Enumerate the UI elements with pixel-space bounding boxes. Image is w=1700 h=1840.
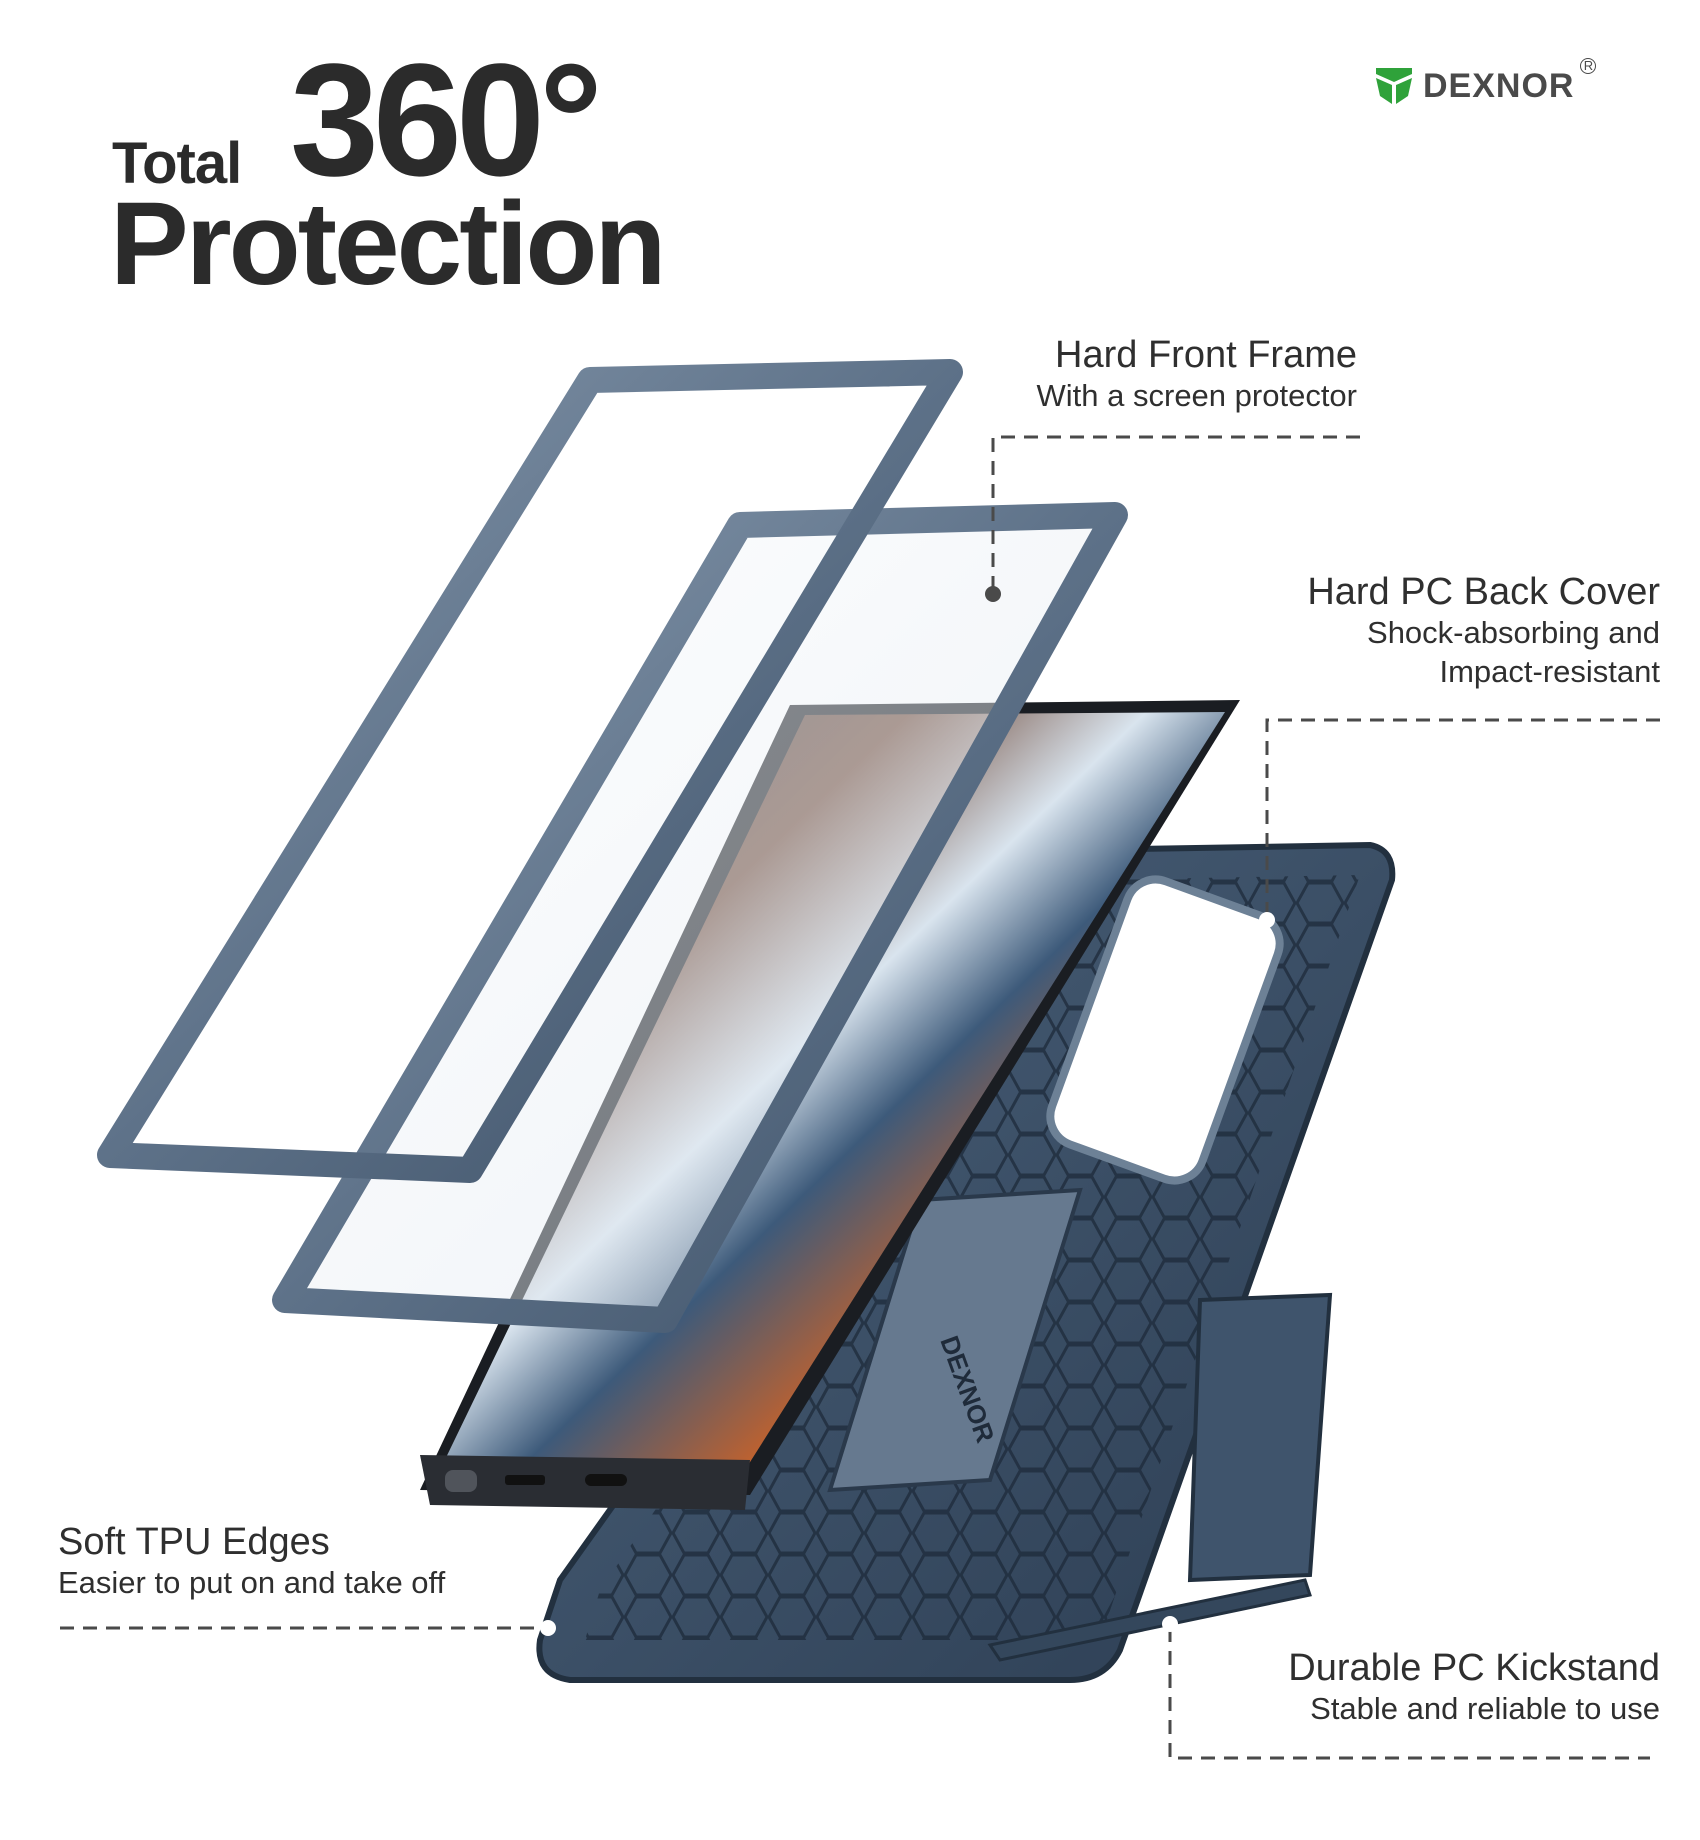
front-frame-outer [97, 359, 963, 1183]
callout-title: Soft TPU Edges [58, 1521, 330, 1563]
brand-name: DEXNOR [1423, 66, 1575, 105]
callout-subtitle: Impact-resistant [1439, 653, 1660, 689]
callout-subtitle: With a screen protector [1036, 377, 1357, 413]
callout-title: Durable PC Kickstand [1288, 1647, 1660, 1689]
callout-title: Hard PC Back Cover [1307, 571, 1660, 613]
callout-hard-pc-back-cover: Hard PC Back Cover Shock-absorbing and I… [1307, 571, 1660, 691]
kickstand [987, 1292, 1333, 1662]
callout-title: Hard Front Frame [1055, 334, 1357, 376]
headline-prefix: Total [112, 131, 242, 196]
brand-logo: DEXNOR R [1375, 58, 1597, 106]
callout-subtitle: Shock-absorbing and [1367, 614, 1660, 650]
registered-mark: R [1580, 58, 1597, 74]
shield-chevron-logo-icon [1376, 68, 1412, 104]
callout-subtitle: Easier to put on and take off [58, 1564, 446, 1600]
callout-hard-front-frame: Hard Front Frame With a screen protector [1036, 334, 1357, 416]
callout-soft-tpu-edges: Soft TPU Edges Easier to put on and take… [58, 1521, 446, 1603]
callout-subtitle: Stable and reliable to use [1310, 1690, 1660, 1726]
callout-durable-pc-kickstand: Durable PC Kickstand Stable and reliable… [1288, 1647, 1660, 1729]
headline-line2: Protection [110, 178, 666, 310]
headline-emphasis: 360° [290, 30, 603, 209]
